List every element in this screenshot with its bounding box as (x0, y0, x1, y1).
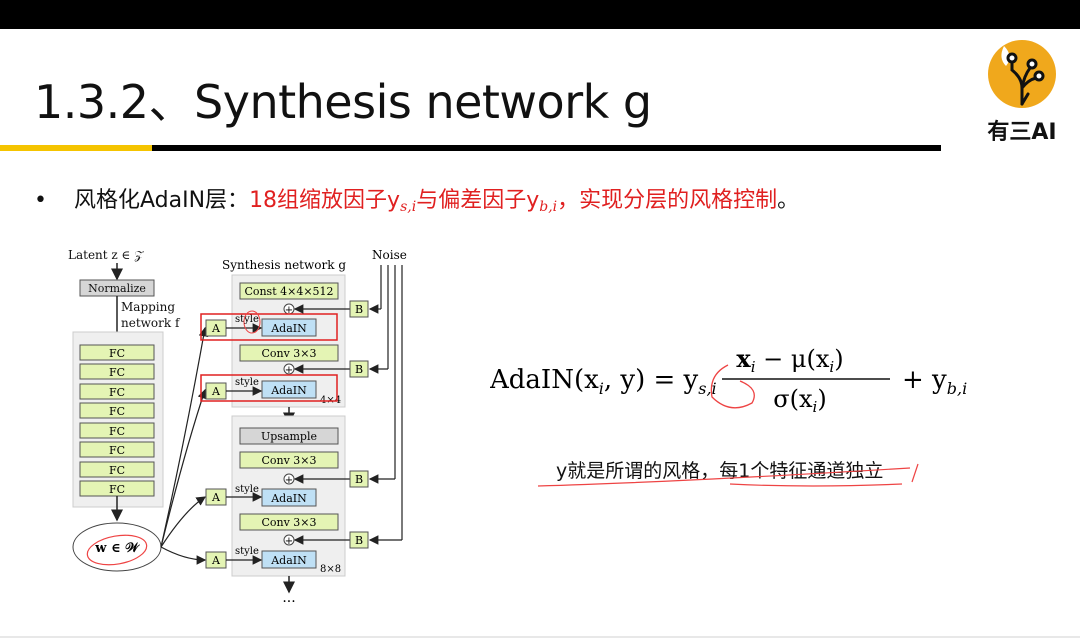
bullet-red-2: 与偏差因子y (416, 188, 540, 213)
circuit-tree-logo-icon (988, 40, 1056, 108)
svg-text:B: B (355, 363, 363, 376)
svg-text:AdaIN: AdaIN (270, 492, 307, 505)
w-label: w ∈ 𝒲 (94, 541, 140, 556)
normalize-block: Normalize (88, 282, 146, 295)
bullet-point: • 风格化AdaIN层：18组缩放因子ys,i与偏差因子yb,i，实现分层的风格控… (34, 182, 799, 215)
logo: 有三AI (984, 38, 1060, 145)
svg-text:+: + (285, 536, 293, 547)
style-note: y就是所谓的风格，每1个特征通道独立 (556, 460, 884, 482)
ellipsis: ··· (282, 594, 295, 610)
res-8x8: 8×8 (320, 564, 341, 575)
adain-formula: AdaIN(xi, y) = ys,i xi − μ(xi) σ(xi) + y… (490, 345, 967, 416)
svg-text:FC: FC (109, 347, 125, 360)
noise-label: Noise (372, 248, 407, 262)
bullet-sub-2: b,i (539, 199, 558, 215)
const-block: Const 4×4×512 (244, 285, 333, 298)
bullet-red-1: 18组缩放因子y (249, 188, 401, 213)
svg-text:style: style (235, 377, 259, 388)
svg-text:AdaIN: AdaIN (270, 554, 307, 567)
svg-text:style: style (235, 546, 259, 557)
svg-text:Conv 3×3: Conv 3×3 (261, 516, 316, 529)
svg-text:A: A (211, 322, 221, 335)
mapping-label-2: network f (121, 316, 181, 330)
svg-text:AdaIN(xi, y) = ys,i: AdaIN(xi, y) = ys,i (490, 365, 717, 398)
bottom-border (0, 636, 1080, 638)
top-black-bar (0, 0, 1080, 29)
svg-text:σ(xi): σ(xi) (773, 385, 826, 416)
fc-stack: FC FC FC FC FC FC FC FC (79, 344, 155, 497)
stylegan-architecture-diagram: Latent z ∈ 𝒵 Normalize Mapping network f… (68, 248, 407, 610)
bullet-prefix: 风格化AdaIN层： (74, 188, 250, 213)
annotation-strokes (537, 463, 919, 487)
svg-text:FC: FC (109, 464, 125, 477)
svg-text:FC: FC (109, 425, 125, 438)
svg-text:FC: FC (109, 483, 125, 496)
title-underline-black (152, 145, 941, 151)
bullet-red-3: ，实现分层的风格控制 (557, 188, 778, 213)
conv-block: Conv 3×3 (261, 347, 316, 360)
svg-text:B: B (355, 473, 363, 486)
svg-text:A: A (211, 554, 221, 567)
synthesis-label: Synthesis network g (222, 258, 346, 272)
slide-title: 1.3.2、Synthesis network g (34, 75, 652, 129)
svg-text:A: A (211, 491, 221, 504)
svg-text:+: + (285, 475, 293, 486)
svg-text:+: + (285, 305, 293, 316)
svg-text:B: B (355, 534, 363, 547)
svg-text:FC: FC (109, 386, 125, 399)
svg-text:+: + (285, 365, 293, 376)
svg-text:style: style (235, 314, 259, 325)
svg-text:FC: FC (109, 366, 125, 379)
svg-text:B: B (355, 303, 363, 316)
svg-text:A: A (211, 385, 221, 398)
mapping-label: Mapping (121, 300, 175, 314)
adain-block: AdaIN (270, 322, 307, 335)
upsample-block: Upsample (261, 430, 317, 443)
bullet-sub-1: s,i (400, 199, 417, 215)
svg-text:+ yb,i: + yb,i (902, 365, 967, 398)
logo-text: 有三AI (987, 120, 1057, 145)
bullet-suffix: 。 (777, 188, 800, 213)
svg-text:FC: FC (109, 444, 125, 457)
latent-label: Latent z ∈ 𝒵 (68, 248, 144, 262)
svg-text:AdaIN: AdaIN (270, 384, 307, 397)
svg-text:xi − μ(xi): xi − μ(xi) (736, 345, 843, 376)
svg-text:Conv 3×3: Conv 3×3 (261, 454, 316, 467)
title-underline-yellow (0, 145, 152, 151)
bullet-dot: • (34, 188, 47, 213)
svg-text:style: style (235, 484, 259, 495)
svg-text:FC: FC (109, 405, 125, 418)
